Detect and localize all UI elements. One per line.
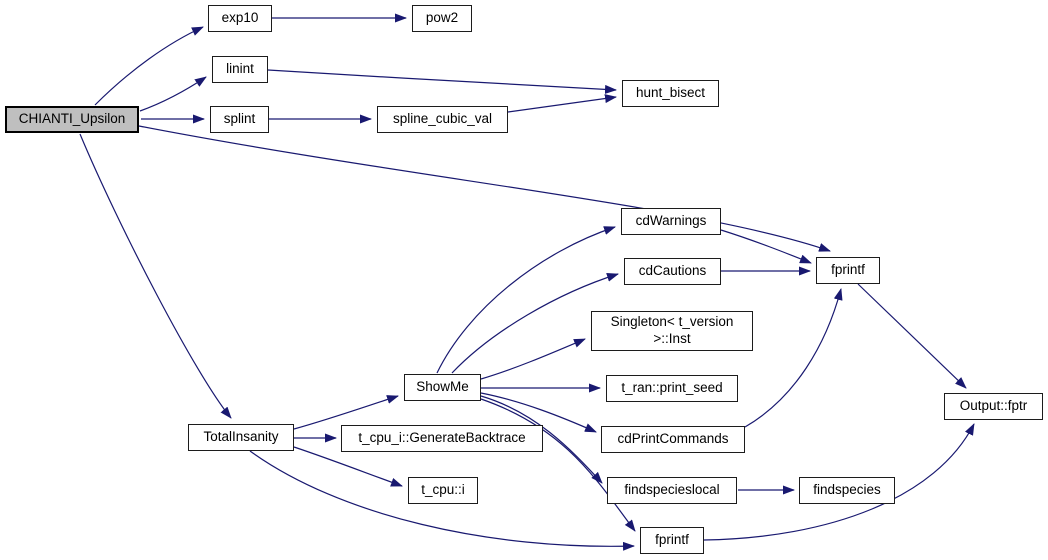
edge-showme-to-fprintf_bottom [480, 398, 636, 532]
node-exp10[interactable]: exp10 [208, 5, 272, 32]
node-showme[interactable]: ShowMe [404, 374, 481, 401]
node-linint[interactable]: linint [212, 56, 268, 83]
edge-totalinsanity-to-t_cpu_i [293, 446, 403, 487]
node-generatebacktrace[interactable]: t_cpu_i::GenerateBacktrace [341, 425, 543, 452]
edge-cdwarnings-to-fprintf_top [720, 229, 812, 264]
node-cdcautions[interactable]: cdCautions [624, 258, 721, 285]
node-findspecies[interactable]: findspecies [799, 477, 895, 504]
edge-showme-to-cdwarnings [436, 226, 616, 374]
edge-chianti_upsilon-to-exp10 [94, 26, 204, 106]
node-chianti_upsilon: CHIANTI_Upsilon [5, 106, 139, 133]
edge-chianti_upsilon-to-totalinsanity [79, 133, 232, 419]
node-findspecieslocal[interactable]: findspecieslocal [607, 477, 737, 504]
node-splint[interactable]: splint [210, 106, 269, 133]
node-hunt_bisect[interactable]: hunt_bisect [622, 80, 719, 107]
node-cdprintcommands[interactable]: cdPrintCommands [601, 426, 745, 453]
node-fprintf_bottom[interactable]: fprintf [640, 527, 704, 554]
node-fprintf_top[interactable]: fprintf [816, 257, 880, 284]
edge-showme-to-singleton_inst [480, 338, 586, 380]
node-t_ran_print_seed[interactable]: t_ran::print_seed [606, 375, 738, 402]
node-t_cpu_i[interactable]: t_cpu::i [408, 477, 478, 504]
edge-linint-to-hunt_bisect [267, 69, 617, 94]
node-pow2[interactable]: pow2 [412, 5, 472, 32]
edge-chianti_upsilon-to-linint [139, 76, 207, 112]
edge-fprintf_top-to-output_fptr [857, 283, 967, 389]
node-singleton_inst[interactable]: Singleton< t_version >::Inst [591, 311, 753, 351]
node-totalinsanity[interactable]: TotalInsanity [188, 424, 294, 451]
node-cdwarnings[interactable]: cdWarnings [621, 208, 721, 235]
node-spline_cubic_val[interactable]: spline_cubic_val [377, 106, 508, 133]
edge-chianti_upsilon-to-fprintf_top [138, 125, 831, 252]
edge-spline_cubic_val-to-hunt_bisect [507, 94, 617, 113]
edge-cdprintcommands-to-fprintf_top [744, 288, 843, 428]
node-output_fptr[interactable]: Output::fptr [944, 393, 1043, 420]
